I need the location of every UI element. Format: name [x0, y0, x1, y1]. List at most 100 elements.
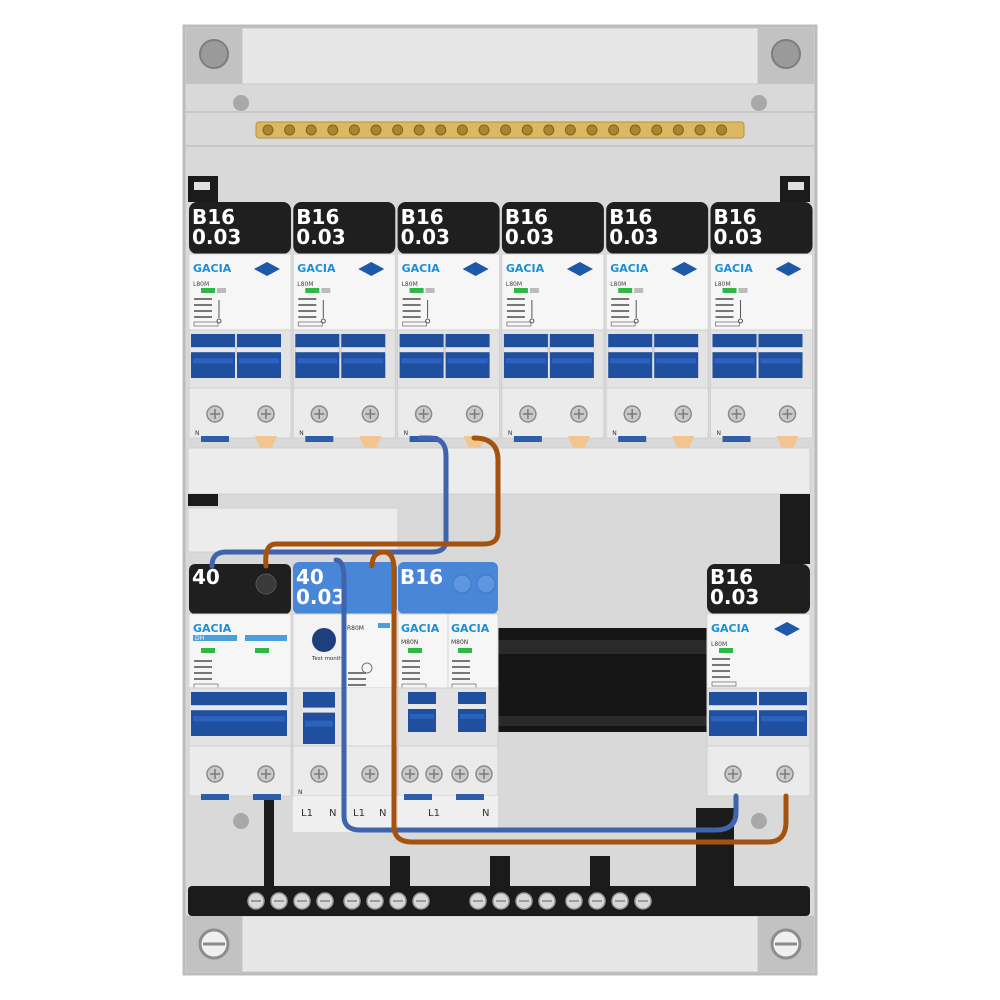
- indicator-window: [722, 288, 737, 293]
- spec-print: [633, 318, 639, 324]
- terminal-screw: [674, 405, 692, 423]
- terminal-screw: [519, 405, 537, 423]
- lever-shade: [193, 358, 233, 364]
- neutral-connector: [404, 794, 432, 800]
- model-strip: [193, 635, 237, 641]
- brand-diamond-icon: [358, 262, 385, 276]
- terminal-label: L1: [301, 808, 313, 819]
- spec-print: [402, 304, 421, 306]
- busbar-screw: [456, 124, 468, 136]
- breaker-model: L80M: [711, 641, 727, 648]
- spec-print: [348, 672, 366, 674]
- breaker-model: L80M: [297, 281, 313, 288]
- toggle-lever: [709, 692, 757, 736]
- indicator-window: [618, 288, 633, 293]
- lever-shade: [305, 720, 333, 727]
- mcb-screw-cap: [452, 574, 472, 594]
- lever-band: [191, 705, 287, 711]
- blank-cover-block: [498, 640, 708, 654]
- neutral-connector: [253, 794, 281, 800]
- terminal-screw: [310, 765, 328, 783]
- toggle-lever: [399, 334, 444, 378]
- terminal-screw: [257, 765, 275, 783]
- busbar-screw: [284, 124, 296, 136]
- terminal-label: N: [379, 808, 386, 819]
- brand-diamond-icon: [775, 262, 802, 276]
- spec-print: [193, 321, 219, 327]
- corner-screw: [186, 28, 242, 84]
- lever-band: [608, 347, 653, 353]
- terminal-screw: [401, 765, 419, 783]
- mounting-hole: [233, 813, 249, 829]
- lever-shade: [410, 714, 434, 719]
- indicator-window: [201, 648, 215, 653]
- spec-print: [529, 288, 539, 293]
- spec-print: [298, 316, 317, 318]
- terminal-housing: [501, 387, 605, 439]
- busbar-screw: [435, 124, 447, 136]
- spec-print: [611, 298, 630, 300]
- breaker-sensitivity: 0.03: [609, 225, 658, 249]
- mcb-rating: B16: [400, 565, 443, 589]
- spec-print: [194, 310, 212, 312]
- indicator-window: [719, 648, 733, 653]
- neutral-mark: N: [612, 430, 617, 437]
- lever-body: [399, 334, 444, 378]
- rcd-panel: [345, 688, 397, 746]
- lever-body: [458, 692, 486, 732]
- toggle-lever: [608, 334, 653, 378]
- lever-band: [654, 347, 699, 353]
- brand-logo: GACIA: [610, 262, 649, 275]
- toggle-lever: [445, 334, 490, 378]
- terminal-screw: [206, 765, 224, 783]
- lever-band: [709, 705, 757, 711]
- spec-print: [402, 316, 421, 318]
- toggle-lever: [549, 334, 594, 378]
- terminal-label: L1: [353, 808, 365, 819]
- spec-print: [452, 666, 470, 668]
- spec-print: [298, 304, 317, 306]
- lever-band: [759, 705, 807, 711]
- lever-body: [191, 692, 287, 736]
- brand-logo: GACIA: [506, 262, 545, 275]
- breaker-label-cap: [710, 202, 813, 254]
- terminal-screw: [465, 405, 484, 423]
- terminal-housing: [706, 745, 811, 797]
- breaker-label-cap: [501, 202, 604, 254]
- spec-print: [738, 288, 748, 293]
- terminal-screw: [475, 765, 493, 783]
- brand-logo: GACIA: [401, 622, 440, 635]
- breaker-rating: B16: [505, 205, 548, 229]
- terminal-label-strip: [398, 796, 498, 832]
- corner-screw: [758, 28, 814, 84]
- mcb-label-cap: [398, 562, 498, 614]
- terminal-screw: [414, 405, 433, 423]
- breaker-rating: B16: [296, 205, 339, 229]
- terminal-screw: [361, 405, 380, 423]
- terminal-label: L1: [428, 808, 440, 819]
- spec-print: [712, 664, 730, 666]
- spec-print: [217, 288, 226, 293]
- neutral-mark: N: [195, 430, 200, 437]
- lever-body: [341, 334, 386, 378]
- terminal-housing: [397, 387, 501, 439]
- brand-logo: GACIA: [193, 262, 232, 275]
- terminal-label: N: [329, 808, 336, 819]
- terminal-screw: [257, 405, 275, 423]
- spec-print: [506, 304, 525, 306]
- spec-print: [378, 623, 390, 628]
- neutral-mark: N: [508, 430, 513, 437]
- breaker-rating: B16: [609, 205, 652, 229]
- lever-shade: [193, 716, 285, 722]
- lever-shade: [711, 716, 755, 722]
- terminal-screw: [724, 765, 742, 783]
- busbar-screw: [608, 124, 620, 136]
- terminal-screw: [776, 765, 794, 783]
- lever-band: [712, 347, 757, 353]
- mcb-model: M80N: [401, 639, 418, 646]
- mounting-hole: [233, 95, 249, 111]
- brown-wire-live-right: [369, 549, 789, 845]
- top-breaker-row: B160.03GACIAL80MNB160.03GACIAL80MNB160.0…: [188, 202, 813, 450]
